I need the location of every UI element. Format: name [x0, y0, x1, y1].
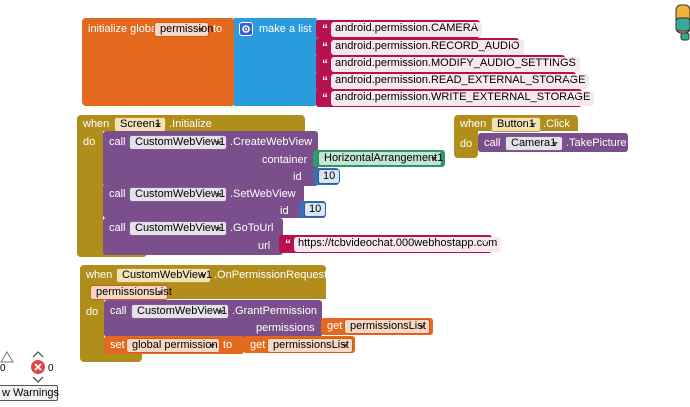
call-label: call	[484, 137, 501, 149]
call-label: call	[109, 136, 126, 148]
open-quote-icon: “	[322, 40, 328, 54]
method-name-label: .TakePicture	[566, 137, 627, 149]
when-label: when	[86, 269, 113, 281]
gear-icon[interactable]	[239, 22, 253, 36]
set-variable-dropdown[interactable]: global permission	[126, 338, 220, 353]
event-name-label: .Initialize	[169, 118, 212, 130]
close-quote-icon: ”	[470, 22, 476, 36]
screen-component-dropdown[interactable]: Screen1	[114, 117, 166, 132]
do-label: do	[83, 136, 96, 148]
set-label: set	[110, 339, 125, 351]
event-name-label: .Click	[543, 118, 570, 130]
list-item-text[interactable]: android.permission.READ_EXTERNAL_STORAGE	[331, 74, 590, 89]
id-param-label: id	[280, 205, 289, 217]
open-quote-icon: “	[322, 22, 328, 36]
call-label: call	[109, 188, 126, 200]
event-block-left-bar	[454, 130, 478, 158]
call-component-dropdown[interactable]: CustomWebView1	[129, 187, 227, 202]
when-label: when	[460, 118, 487, 130]
open-quote-icon: “	[322, 91, 328, 105]
to-label: to	[223, 339, 233, 351]
container-param-label: container	[262, 154, 308, 166]
open-quote-icon: “	[322, 57, 328, 71]
do-label: do	[86, 306, 99, 318]
call-component-dropdown[interactable]: CustomWebView1	[129, 135, 227, 150]
when-label: when	[83, 118, 110, 130]
close-quote-icon: ”	[555, 57, 561, 71]
open-quote-icon: “	[285, 237, 291, 251]
list-item-text[interactable]: android.permission.RECORD_AUDIO	[331, 40, 524, 55]
event-block-left-bar	[77, 130, 103, 246]
warning-count: 0	[0, 363, 6, 374]
initialize-label: initialize global	[88, 23, 160, 35]
get-label: get	[250, 339, 266, 351]
close-quote-icon: ”	[509, 40, 515, 54]
arrangement-component-dropdown[interactable]: HorizontalArrangement1	[318, 151, 443, 166]
event-param-permissionslist[interactable]: permissionsList	[90, 285, 172, 300]
to-label: to	[213, 23, 223, 35]
method-name-label: .CreateWebView	[230, 136, 313, 148]
button-component-dropdown[interactable]: Button1	[491, 117, 541, 132]
get-variable-dropdown[interactable]: permissionsList	[267, 338, 353, 353]
url-text[interactable]: https://tcbvideochat.000webhostapp.com	[294, 237, 502, 252]
do-label: do	[460, 138, 473, 150]
method-name-label: .GrantPermission	[232, 305, 317, 317]
open-quote-icon: “	[322, 74, 328, 88]
error-count: 0	[48, 363, 54, 374]
number-value[interactable]: 10	[318, 169, 341, 184]
webview-component-dropdown[interactable]: CustomWebView1	[116, 268, 212, 283]
call-component-dropdown[interactable]: CustomWebView1	[129, 221, 227, 236]
call-component-dropdown[interactable]: CustomWebView1	[131, 304, 229, 319]
close-quote-icon: ”	[566, 74, 572, 88]
toggle-warnings-label: w Warnings	[2, 387, 60, 399]
toggle-warnings-button[interactable]	[0, 385, 58, 401]
call-label: call	[110, 305, 127, 317]
url-param-label: url	[258, 240, 271, 252]
method-name-label: .SetWebView	[230, 188, 296, 200]
number-value[interactable]: 10	[304, 202, 327, 217]
error-circle-icon[interactable]	[30, 359, 46, 375]
list-item-text[interactable]: android.permission.MODIFY_AUDIO_SETTINGS	[331, 57, 580, 72]
method-name-label: .GoToUrl	[230, 222, 274, 234]
permissions-param-label: permissions	[256, 322, 315, 334]
event-name-label: .OnPermissionRequest	[214, 269, 328, 281]
warning-triangle-icon[interactable]	[0, 351, 14, 363]
global-var-name-field[interactable]: permission	[154, 22, 213, 37]
make-list-label: make a list	[259, 23, 312, 35]
chevron-up-icon[interactable]	[32, 350, 44, 358]
list-item-text[interactable]: android.permission.WRITE_EXTERNAL_STORAG…	[331, 91, 595, 106]
close-quote-icon: ”	[572, 91, 578, 105]
list-item-text[interactable]: android.permission.CAMERA	[331, 22, 483, 37]
id-param-label: id	[293, 171, 302, 183]
close-quote-icon: ”	[482, 237, 488, 251]
event-block-left-bar	[80, 298, 104, 356]
backpack-icon[interactable]	[672, 2, 690, 42]
get-label: get	[327, 320, 343, 332]
camera-component-dropdown[interactable]: Camera1	[505, 136, 563, 151]
call-label: call	[109, 222, 126, 234]
chevron-down-icon[interactable]	[32, 376, 44, 384]
get-variable-dropdown[interactable]: permissionsList	[344, 319, 430, 334]
